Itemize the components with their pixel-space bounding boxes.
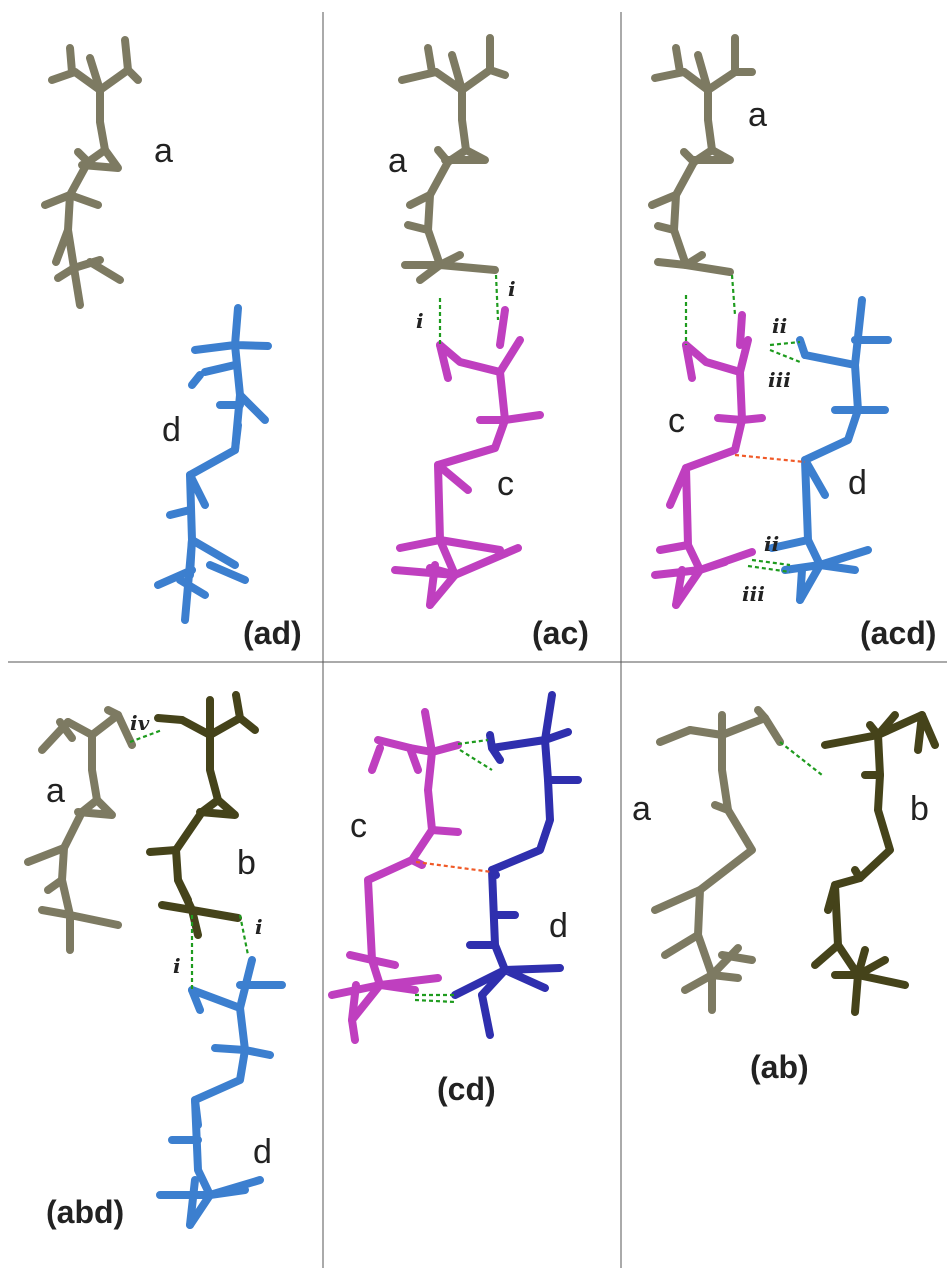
strand-a bbox=[24, 706, 136, 954]
strand-label-c: c bbox=[668, 402, 685, 440]
strand-label-a: a bbox=[388, 142, 407, 180]
strand-c bbox=[328, 708, 462, 1044]
panel-title-abd: (abd) bbox=[46, 1194, 124, 1230]
h-bond bbox=[438, 274, 500, 345]
bond-label-i: i bbox=[508, 277, 516, 301]
strand-a bbox=[398, 34, 509, 284]
panel-acd: a c d ii iii ii iii (acd) bbox=[648, 34, 936, 651]
strand-label-c: c bbox=[350, 807, 367, 845]
strand-d bbox=[154, 304, 272, 624]
h-bond bbox=[684, 274, 801, 574]
bond-label-ii: ii bbox=[764, 532, 779, 556]
strand-label-a: a bbox=[154, 132, 173, 170]
strand-d bbox=[451, 691, 582, 1039]
bond-label-i: i bbox=[173, 954, 181, 978]
strand-b bbox=[811, 711, 939, 1016]
strand-c bbox=[651, 311, 766, 609]
strand-a bbox=[41, 36, 142, 309]
strand-label-c: c bbox=[497, 465, 514, 503]
panel-title-ad: (ad) bbox=[243, 615, 302, 651]
bond-label-ii: ii bbox=[772, 314, 787, 338]
other-bond bbox=[734, 453, 806, 464]
bond-label-iv: iv bbox=[130, 711, 150, 735]
other-bond bbox=[415, 860, 493, 874]
h-bond bbox=[129, 728, 250, 990]
h-bond bbox=[779, 741, 823, 776]
strand-d bbox=[156, 956, 286, 1229]
strand-label-a: a bbox=[748, 96, 767, 134]
strand-label-d: d bbox=[162, 411, 181, 449]
bond-label-i: i bbox=[416, 309, 424, 333]
panel-title-ab: (ab) bbox=[750, 1049, 809, 1085]
panel-title-acd: (acd) bbox=[860, 615, 936, 651]
panel-ab: a b (ab) bbox=[632, 706, 939, 1085]
strand-a bbox=[648, 34, 756, 276]
panel-ac: a c i i (ac) bbox=[388, 34, 589, 651]
strand-label-a: a bbox=[46, 772, 65, 810]
strand-label-b: b bbox=[237, 844, 256, 882]
strand-c bbox=[391, 306, 544, 609]
panel-ad: a d (ad) bbox=[41, 36, 302, 651]
h-bond bbox=[414, 738, 493, 1004]
strand-b bbox=[146, 691, 259, 939]
panel-title-ac: (ac) bbox=[532, 615, 589, 651]
strand-d bbox=[768, 296, 892, 604]
strand-label-d: d bbox=[549, 907, 568, 945]
strand-label-d: d bbox=[253, 1133, 272, 1171]
panel-title-cd: (cd) bbox=[437, 1071, 496, 1107]
panel-abd: a b d iv i i (abd) bbox=[24, 691, 286, 1230]
bond-label-iii: iii bbox=[768, 368, 791, 392]
bond-label-i: i bbox=[255, 915, 263, 939]
strand-label-b: b bbox=[910, 790, 929, 828]
panel-cd: c d (cd) bbox=[328, 691, 582, 1107]
strand-label-a: a bbox=[632, 790, 651, 828]
bond-label-iii: iii bbox=[742, 582, 765, 606]
strand-a bbox=[651, 706, 784, 1014]
strand-label-d: d bbox=[848, 464, 867, 502]
